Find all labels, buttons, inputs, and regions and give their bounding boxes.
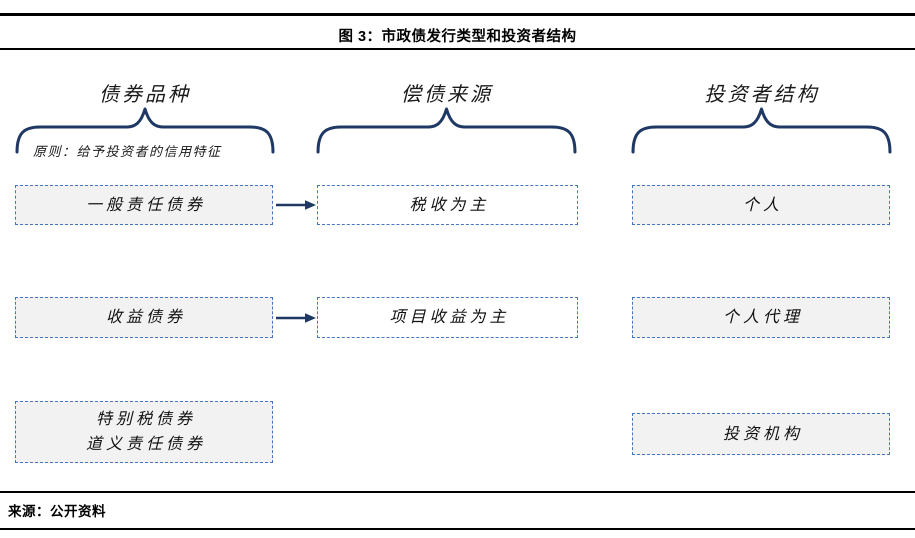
brace-icon xyxy=(631,107,892,154)
box-individual-agent: 个人代理 xyxy=(632,297,890,338)
box-individual: 个人 xyxy=(632,185,890,225)
source-top-rule xyxy=(0,491,915,493)
arrow-right-icon xyxy=(276,313,316,323)
principle-note: 原则：给予投资者的信用特征 xyxy=(33,145,222,160)
top-rule xyxy=(0,13,915,16)
arrow-right-icon xyxy=(276,200,316,210)
box-label-line: 特别税债券 xyxy=(95,409,196,429)
title-underline-rule xyxy=(0,48,915,50)
box-label-line: 道义责任债券 xyxy=(85,434,206,453)
figure-title: 图 3：市政债发行类型和投资者结构 xyxy=(338,29,577,45)
source-bottom-rule xyxy=(0,528,915,530)
column-header-repayment-source: 偿债来源 xyxy=(401,82,493,106)
column-header-investor-structure: 投资者结构 xyxy=(704,82,820,106)
box-general-obligation-bond: 一般责任债券 xyxy=(15,185,273,225)
column-header-bond-types: 债券品种 xyxy=(99,82,191,106)
brace-icon xyxy=(316,107,577,154)
box-investment-institution: 投资机构 xyxy=(632,413,890,455)
box-special-tax-moral-obligation-bond: 特别税债券 道义责任债券 xyxy=(15,401,273,463)
box-tax-revenue-main: 税收为主 xyxy=(317,185,578,225)
brace-icon xyxy=(15,107,275,154)
box-project-revenue-main: 项目收益为主 xyxy=(317,297,578,338)
box-revenue-bond: 收益债券 xyxy=(15,297,273,338)
source-label: 来源：公开资料 xyxy=(8,504,106,519)
